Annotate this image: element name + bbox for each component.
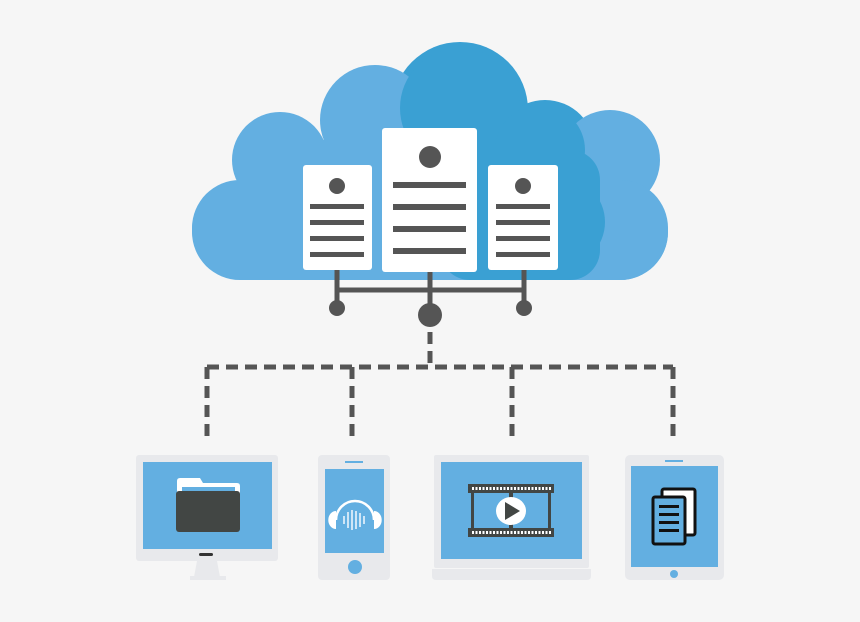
documents-icon [651,487,697,546]
tablet-icon[interactable] [625,455,724,580]
video-play-icon [468,484,554,537]
server-icon-center [382,128,477,272]
laptop-icon[interactable] [432,455,591,580]
server-icon-right [488,165,558,270]
folder-icon [176,478,240,532]
dashed-connections [204,332,676,442]
monitor-icon[interactable] [136,455,278,580]
server-icon-left [303,165,372,270]
headphones-icon [328,499,382,530]
phone-icon[interactable] [318,455,390,580]
network-connector-icon [329,270,532,327]
